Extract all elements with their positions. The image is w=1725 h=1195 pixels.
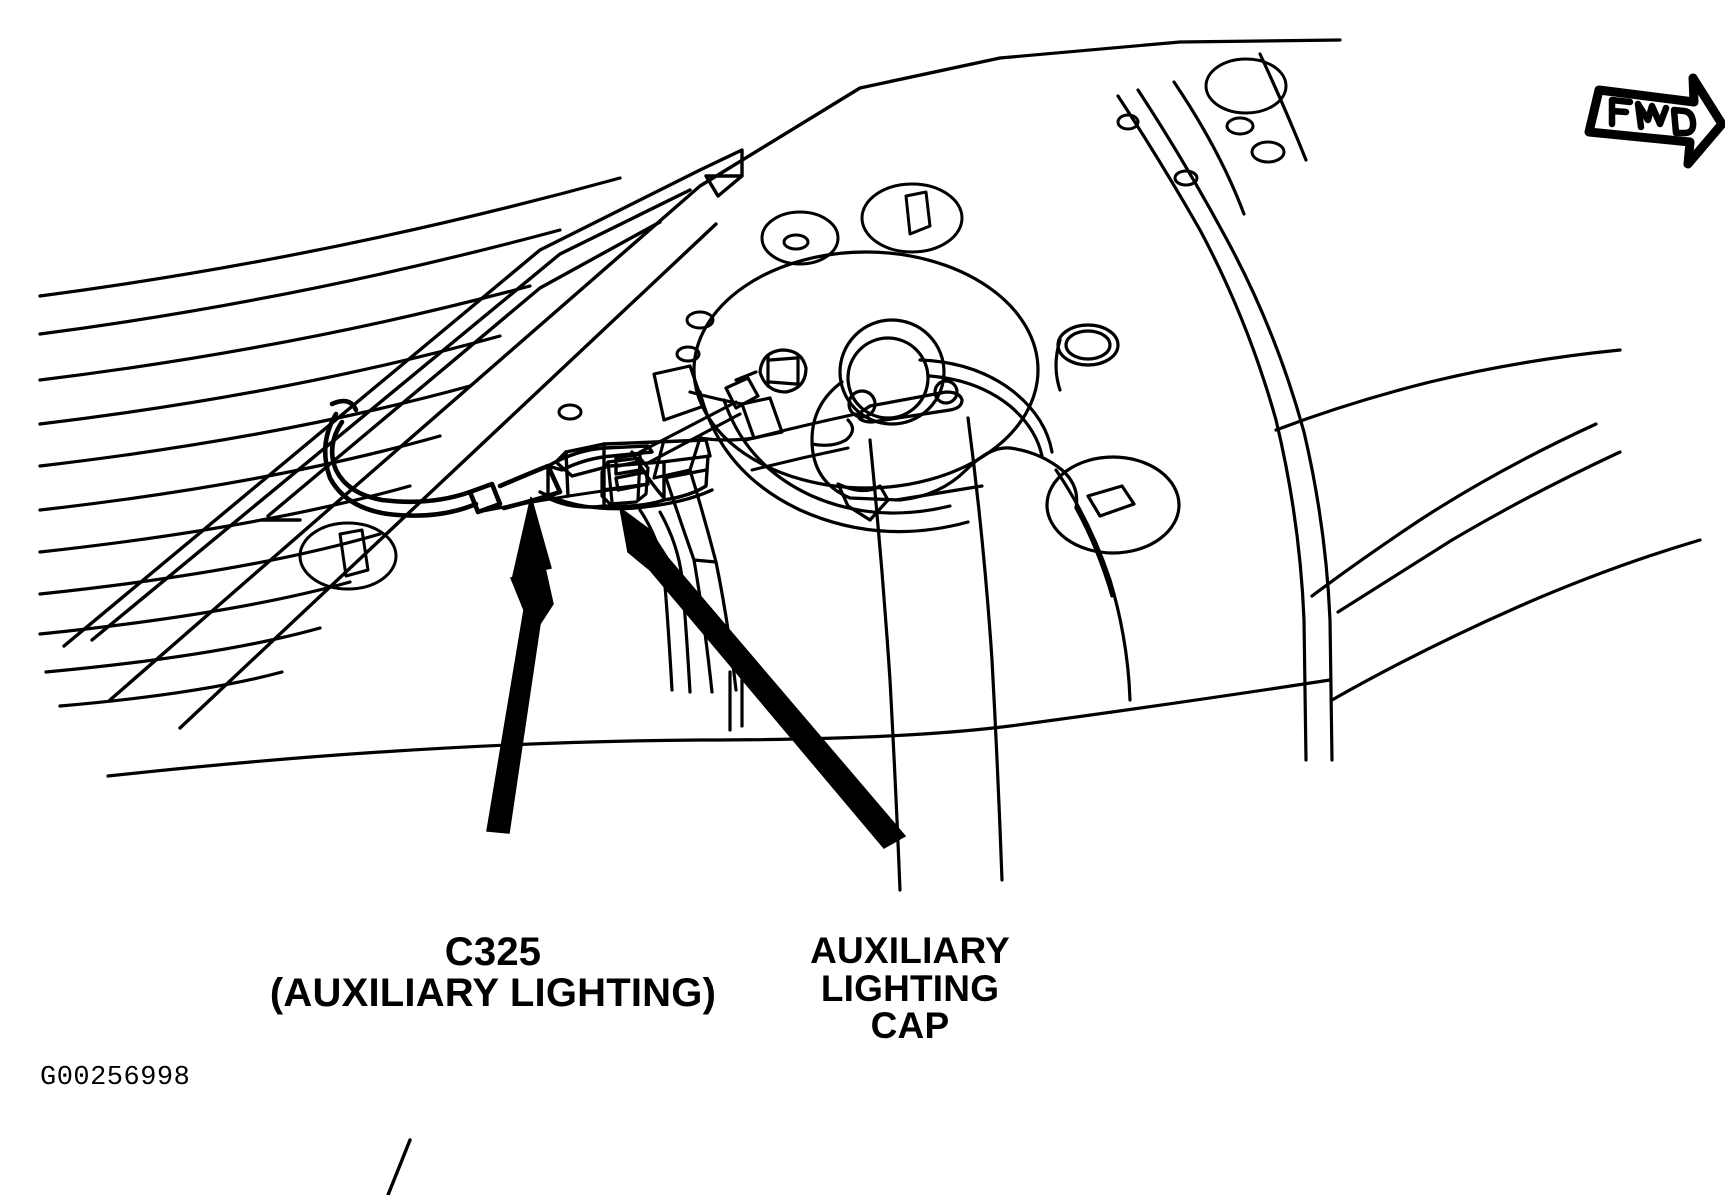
- fwd-arrow: [1584, 73, 1725, 169]
- callout-c325-line2: (AUXILIARY LIGHTING): [269, 970, 717, 1015]
- drain-grommets: [298, 57, 1288, 591]
- hood-ledge-rail: [108, 56, 1002, 1195]
- callout-cap-line2: LIGHTING: [820, 967, 1000, 1009]
- windshield-lower-edge: [62, 148, 744, 648]
- callout-cap-line1: AUXILIARY: [810, 930, 1010, 971]
- leader-arrow-c325: [486, 496, 554, 834]
- figure-code: G00256998: [40, 1063, 191, 1093]
- cowl-panel-seams: [476, 412, 858, 514]
- callout-c325-line1: C325: [444, 930, 542, 974]
- electrical-connector: [538, 438, 714, 511]
- strut-mount-plate: [810, 318, 1079, 522]
- shock-absorber-rod: [638, 348, 808, 466]
- wiring-harness: [322, 398, 563, 518]
- inner-fender-contours: [1045, 323, 1181, 702]
- fender-apron-panel: [998, 38, 1702, 762]
- callout-cap-line3: CAP: [870, 1005, 950, 1047]
- cowl-grille-vent-slats: [38, 176, 622, 708]
- leader-arrow-auxiliary-lighting-cap: [618, 506, 907, 849]
- callout-label-c325: C325 (AUXILIARY LIGHTING): [268, 932, 718, 1014]
- callout-label-auxiliary-lighting-cap: AUXILIARY LIGHTING CAP: [760, 932, 1060, 1045]
- shock-tower-strut-leg: [868, 416, 1004, 892]
